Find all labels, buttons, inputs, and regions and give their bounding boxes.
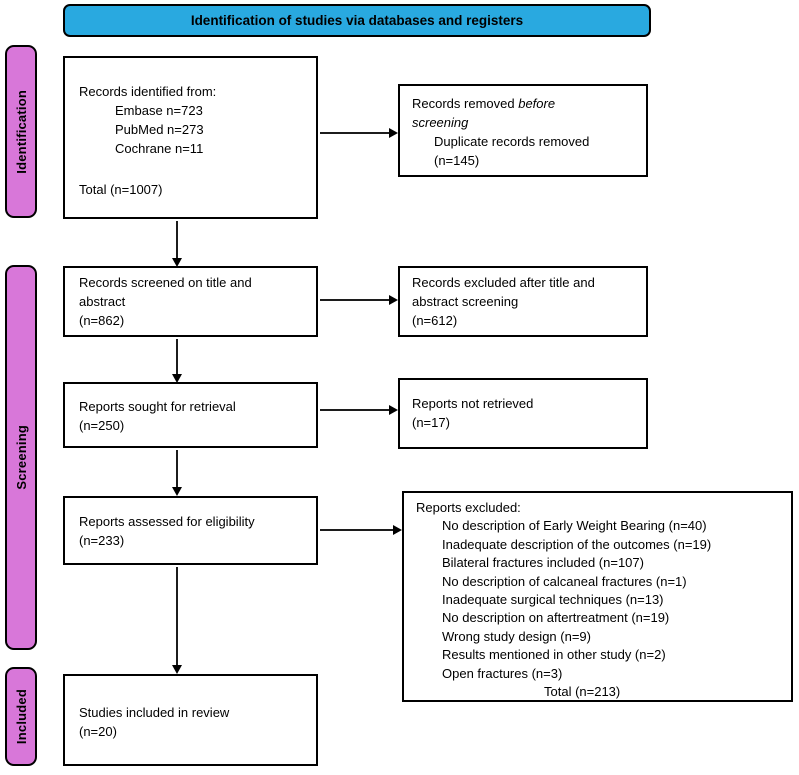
arrow-screened-to-sought [171,339,182,383]
reports-excluded-box: Reports excluded: No description of Earl… [402,491,793,702]
count-line: (n=862) [79,313,125,328]
records-identified-box: Records identified from: Embase n=723 Pu… [63,56,318,219]
reason-line: Bilateral fractures included (n=107) [442,555,644,571]
arrow-sought-to-not-retrieved [320,404,398,415]
stage-screening: Screening [5,265,37,650]
box-line: screening [412,113,638,132]
diagram-title-banner: Identification of studies via databases … [63,4,651,37]
records-screened-box: Records screened on title and abstract (… [63,266,318,337]
box-line: abstract screening [412,294,519,309]
arrow-assessed-to-reports-excluded [320,524,402,535]
box-line: Reports sought for retrieval [79,399,236,414]
source-line: Cochrane n=11 [115,141,204,156]
diagram-title: Identification of studies via databases … [190,13,524,28]
count-line: (n=250) [79,418,125,433]
count-line: (n=20) [79,724,117,739]
count-line: (n=17) [412,415,450,430]
reason-line: No description of Early Weight Bearing (… [442,518,707,534]
stage-identification-label: Identification [13,89,29,174]
reason-line: No description on aftertreatment (n=19) [442,610,670,626]
reason-line: Results mentioned in other study (n=2) [442,647,666,663]
box-line: Reports assessed for eligibility [79,514,255,529]
stage-included-label: Included [13,688,29,745]
reports-not-retrieved-box: Reports not retrieved (n=17) [398,378,648,449]
reason-line: No description of calcaneal fractures (n… [442,573,687,589]
box-line: abstract [79,294,126,309]
box-line: Records excluded after title and [412,275,595,290]
arrow-identified-to-removed [320,127,398,138]
count-line: (n=145) [434,153,480,168]
box-line-text: Records removed [412,96,519,111]
count-line: (n=233) [79,533,125,548]
box-line: Records removed before [412,94,638,113]
source-line: PubMed n=273 [115,122,204,137]
box-line: Studies included in review [79,705,230,720]
count-line: (n=612) [412,313,458,328]
box-line: Records screened on title and [79,275,252,290]
stage-identification: Identification [5,45,37,218]
studies-included-box: Studies included in review (n=20) [63,674,318,766]
box-line-italic: screening [412,115,469,130]
total-line: Total (n=213) [544,684,621,700]
arrow-assessed-to-included [171,567,182,674]
box-heading: Records identified from: [79,84,217,99]
total-line: Total (n=1007) [79,182,163,197]
stage-screening-label: Screening [13,425,29,490]
reason-line: Inadequate description of the outcomes (… [442,536,712,552]
arrow-sought-to-assessed [171,450,182,496]
box-heading: Reports excluded: [416,500,521,515]
box-line: Reports not retrieved [412,396,534,411]
reason-line: Inadequate surgical techniques (n=13) [442,592,664,608]
reports-assessed-box: Reports assessed for eligibility (n=233) [63,496,318,565]
reports-sought-box: Reports sought for retrieval (n=250) [63,382,318,448]
records-excluded-box: Records excluded after title and abstrac… [398,266,648,337]
reason-line: Open fractures (n=3) [442,665,563,681]
records-removed-box: Records removed before screening Duplica… [398,84,648,177]
arrow-screened-to-excluded [320,294,398,305]
arrow-identified-to-screened [171,221,182,267]
detail-line: Duplicate records removed [434,134,590,149]
reason-line: Wrong study design (n=9) [442,628,591,644]
stage-included: Included [5,667,37,766]
box-line-italic: before [518,96,556,111]
source-line: Embase n=723 [115,103,203,118]
